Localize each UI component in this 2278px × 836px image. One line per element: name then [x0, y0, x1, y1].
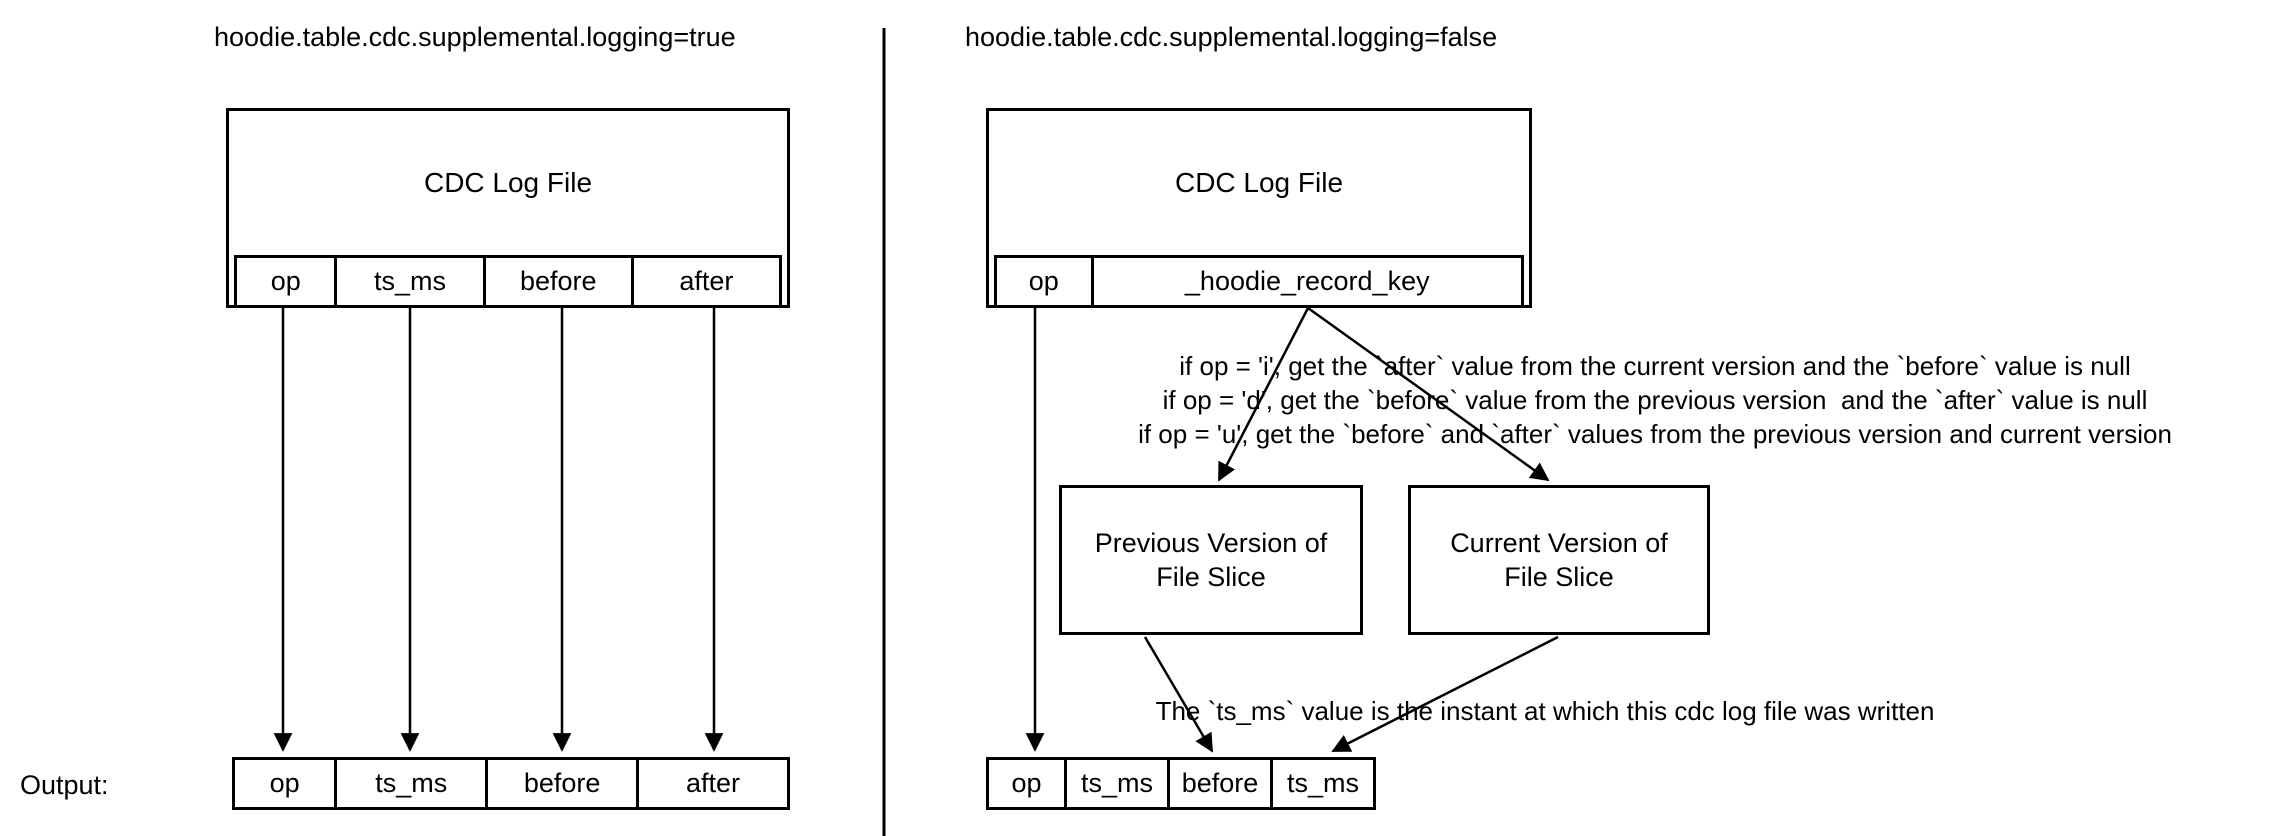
cdc-log-file-box-left: CDC Log File op ts_ms before after [226, 108, 790, 308]
arrow-previous-to-before [1143, 636, 1214, 753]
cdc-column-after-left: after [630, 258, 779, 305]
arrow-record-key-to-current [1307, 306, 1550, 482]
op-rule-insert: if op = 'i', get the `after` value from … [1179, 351, 2131, 381]
op-rules-text: if op = 'i', get the `after` value from … [1040, 349, 2270, 451]
cdc-column-before-left: before [482, 258, 631, 305]
output-cell-before-left: before [485, 760, 637, 807]
output-row-left: op ts_ms before after [232, 757, 790, 810]
output-cell-ts-ms-right: ts_ms [1064, 760, 1167, 807]
previous-version-file-slice-box: Previous Version of File Slice [1059, 485, 1363, 635]
cdc-columns-row-left: op ts_ms before after [234, 255, 782, 305]
cdc-log-file-box-right: CDC Log File op _hoodie_record_key [986, 108, 1532, 308]
output-row-right: op ts_ms before ts_ms [986, 757, 1376, 810]
output-label: Output: [20, 770, 109, 800]
op-rule-update: if op = 'u', get the `before` and `after… [1138, 419, 2172, 449]
cdc-column-op-left: op [237, 258, 335, 305]
current-version-file-slice-box: Current Version of File Slice [1408, 485, 1710, 635]
cdc-log-file-label-left: CDC Log File [423, 167, 593, 198]
cdc-column-ts-ms-left: ts_ms [334, 258, 483, 305]
left-panel-title: hoodie.table.cdc.supplemental.logging=tr… [214, 22, 736, 52]
cdc-column-op-right: op [997, 258, 1091, 305]
arrow-record-key-to-previous [1217, 307, 1310, 482]
cdc-columns-row-right: op _hoodie_record_key [994, 255, 1524, 305]
output-cell-before-right: before [1167, 760, 1270, 807]
cdc-column-hoodie-record-key: _hoodie_record_key [1090, 258, 1521, 305]
output-cell-op-right: op [989, 760, 1064, 807]
op-rule-delete: if op = 'd', get the `before` value from… [1162, 385, 2148, 415]
output-cell-after-left: after [636, 760, 787, 807]
right-panel-title: hoodie.table.cdc.supplemental.logging=fa… [965, 22, 1498, 52]
arrow-current-to-ts-ms [1331, 635, 1559, 753]
output-cell-ts-ms-2-right: ts_ms [1270, 760, 1373, 807]
output-cell-ts-ms-left: ts_ms [334, 760, 486, 807]
ts-ms-note: The `ts_ms` value is the instant at whic… [1155, 696, 1935, 726]
cdc-log-file-label-right: CDC Log File [1174, 167, 1344, 198]
output-cell-op-left: op [235, 760, 335, 807]
